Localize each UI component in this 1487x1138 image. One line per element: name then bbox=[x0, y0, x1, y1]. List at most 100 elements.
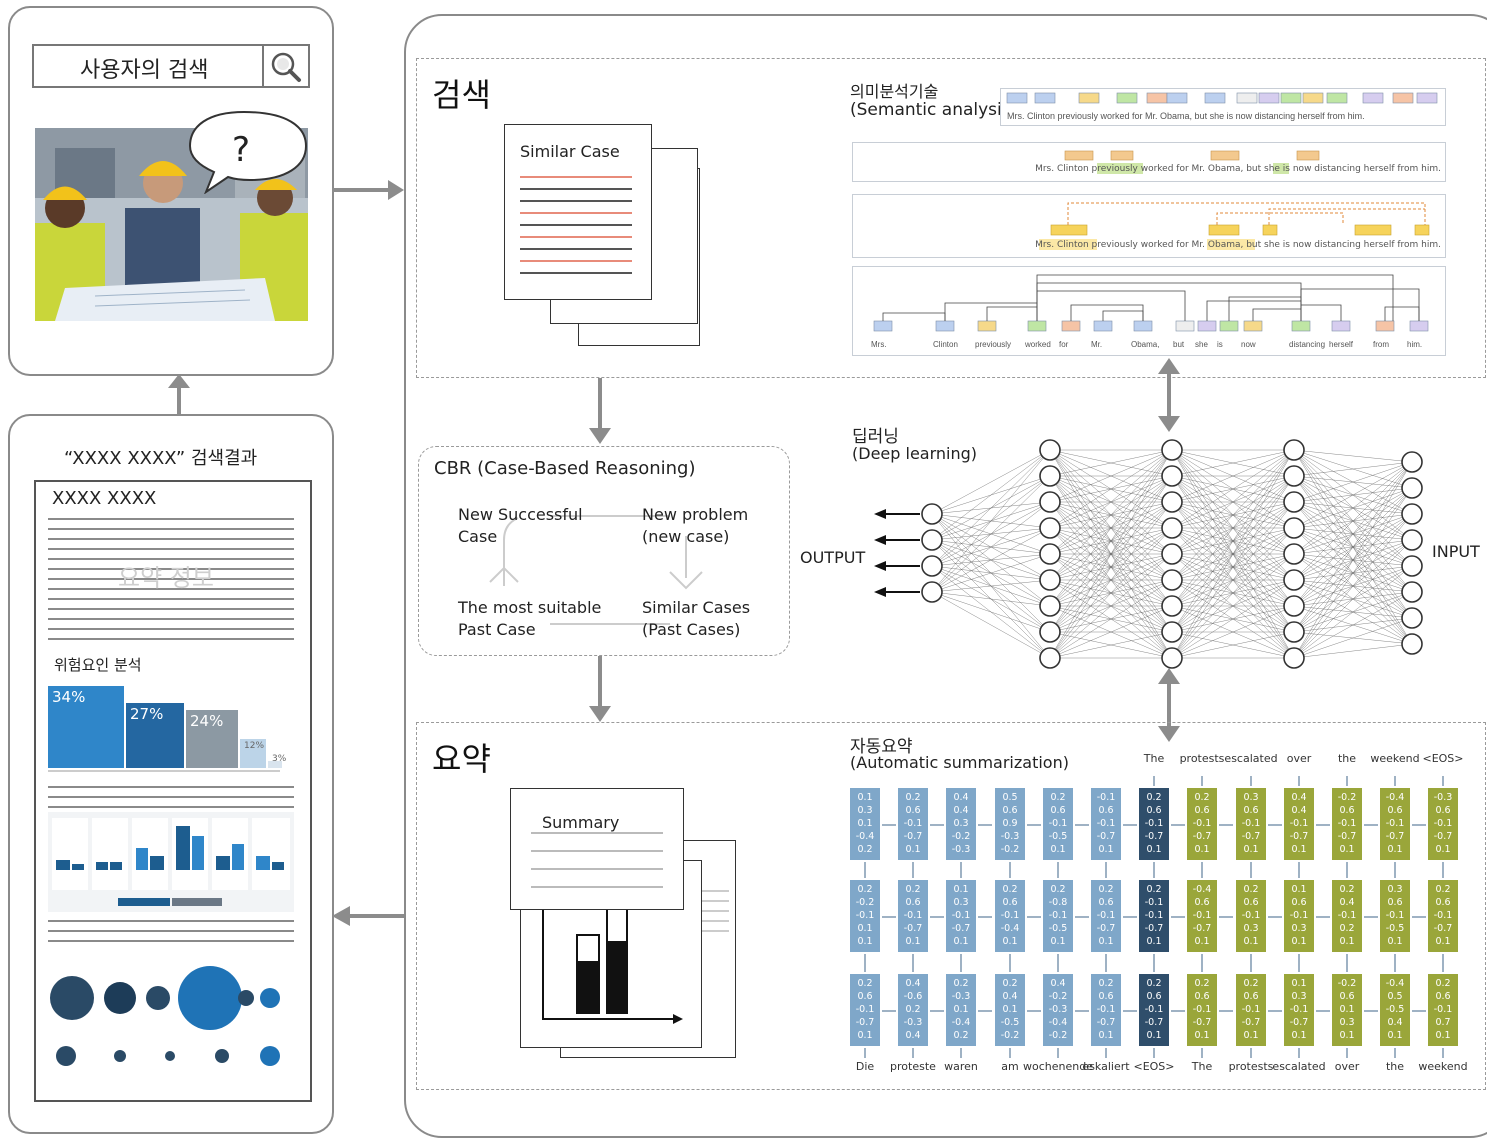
education-infographic bbox=[48, 812, 294, 912]
output-arrow-small bbox=[1201, 776, 1203, 786]
output-word: The bbox=[1143, 752, 1165, 765]
right-arrow-small bbox=[882, 824, 896, 826]
similar-case-line bbox=[520, 176, 632, 178]
dep-word: distancing bbox=[1289, 340, 1325, 349]
nn-node bbox=[1161, 569, 1183, 591]
doc-line bbox=[48, 538, 294, 540]
dep-tag bbox=[1331, 320, 1351, 332]
doc-line bbox=[48, 920, 294, 922]
nn-edge bbox=[1049, 449, 1173, 529]
dep-word: herself bbox=[1329, 340, 1354, 349]
dep-word: Clinton bbox=[933, 340, 958, 349]
risk-bar bbox=[268, 761, 282, 768]
nn-edge bbox=[931, 449, 1051, 515]
dep-tag bbox=[1243, 320, 1263, 332]
nn-node bbox=[1283, 543, 1305, 565]
nn-edge bbox=[1049, 449, 1173, 659]
input-word: waren bbox=[944, 1060, 978, 1073]
up-arrow-small bbox=[1394, 954, 1396, 972]
pos-tag bbox=[1034, 92, 1056, 104]
dep-tag bbox=[1027, 320, 1047, 332]
dep-tag bbox=[873, 320, 893, 332]
nn-edge bbox=[1171, 449, 1295, 581]
search-box[interactable]: 사용자의 검색 bbox=[32, 44, 310, 88]
dep-arc bbox=[944, 302, 1038, 321]
dep-word: Mrs. bbox=[871, 340, 887, 349]
cbr-bottom-right: Similar Cases (Past Cases) bbox=[642, 598, 751, 639]
dep-arc bbox=[1206, 300, 1302, 321]
nn-node bbox=[1039, 491, 1061, 513]
output-arrow-small bbox=[1298, 776, 1300, 786]
similar-case-line bbox=[520, 212, 632, 214]
similar-case-line bbox=[520, 236, 632, 238]
nn-edge bbox=[1049, 605, 1173, 659]
nn-edge bbox=[1049, 449, 1173, 477]
input-word: the bbox=[1385, 1060, 1405, 1073]
input-arrow-small bbox=[960, 1048, 962, 1058]
doc-line bbox=[48, 598, 294, 600]
dep-word: from bbox=[1373, 340, 1389, 349]
up-arrow-small bbox=[912, 862, 914, 878]
nn-edge bbox=[1049, 475, 1173, 659]
nn-edge bbox=[1293, 461, 1413, 503]
risk-bar-label: 3% bbox=[272, 754, 287, 764]
right-arrow-small bbox=[1219, 916, 1233, 918]
search-section bbox=[416, 58, 1486, 378]
nn-edge bbox=[931, 501, 1051, 593]
nn-node bbox=[1401, 555, 1423, 577]
nn-edge bbox=[1171, 449, 1295, 503]
nn-node bbox=[1401, 451, 1423, 473]
dep-word: worked bbox=[1024, 340, 1051, 349]
up-arrow-small bbox=[1201, 862, 1203, 878]
speech-bubble-text: ? bbox=[232, 130, 251, 170]
right-arrow-small bbox=[1268, 916, 1282, 918]
up-arrow-small bbox=[1105, 862, 1107, 878]
similar-case-label: Similar Case bbox=[520, 142, 620, 161]
summary-section-title: 요약 bbox=[432, 740, 491, 778]
up-arrow-small bbox=[960, 862, 962, 878]
doc-line bbox=[48, 608, 294, 610]
dep-tag bbox=[935, 320, 955, 332]
nn-node bbox=[1161, 465, 1183, 487]
nn-node bbox=[1161, 491, 1183, 513]
dep-word: Mr. bbox=[1091, 340, 1102, 349]
nn-node bbox=[1039, 647, 1061, 669]
up-arrow-small bbox=[1346, 954, 1348, 972]
updown-arrow-dl-summary bbox=[1158, 668, 1180, 742]
nn-node bbox=[921, 581, 943, 603]
doc-line bbox=[48, 518, 294, 520]
search-icon[interactable] bbox=[262, 46, 308, 86]
up-arrow-small bbox=[1250, 862, 1252, 878]
up-arrow-small bbox=[912, 954, 914, 972]
dep-arc bbox=[1300, 304, 1342, 321]
up-arrow-small bbox=[1201, 954, 1203, 972]
nn-edge bbox=[1049, 449, 1173, 581]
up-arrow-small bbox=[1442, 954, 1444, 972]
risk-bar bbox=[186, 710, 238, 768]
input-word: weekend bbox=[1418, 1060, 1468, 1073]
nn-edge bbox=[1293, 461, 1413, 607]
up-arrow-small bbox=[1442, 862, 1444, 878]
dep-arc bbox=[1036, 274, 1394, 321]
nn-node bbox=[1401, 477, 1423, 499]
nn-edge bbox=[1171, 449, 1295, 607]
nn-node bbox=[1161, 647, 1183, 669]
coref-sentence: Mrs. Clinton previously worked for Mr. O… bbox=[1035, 240, 1441, 250]
doc-line bbox=[48, 806, 294, 808]
auto-title-en: (Automatic summarization) bbox=[850, 753, 1069, 772]
nn-edge bbox=[931, 449, 1051, 567]
